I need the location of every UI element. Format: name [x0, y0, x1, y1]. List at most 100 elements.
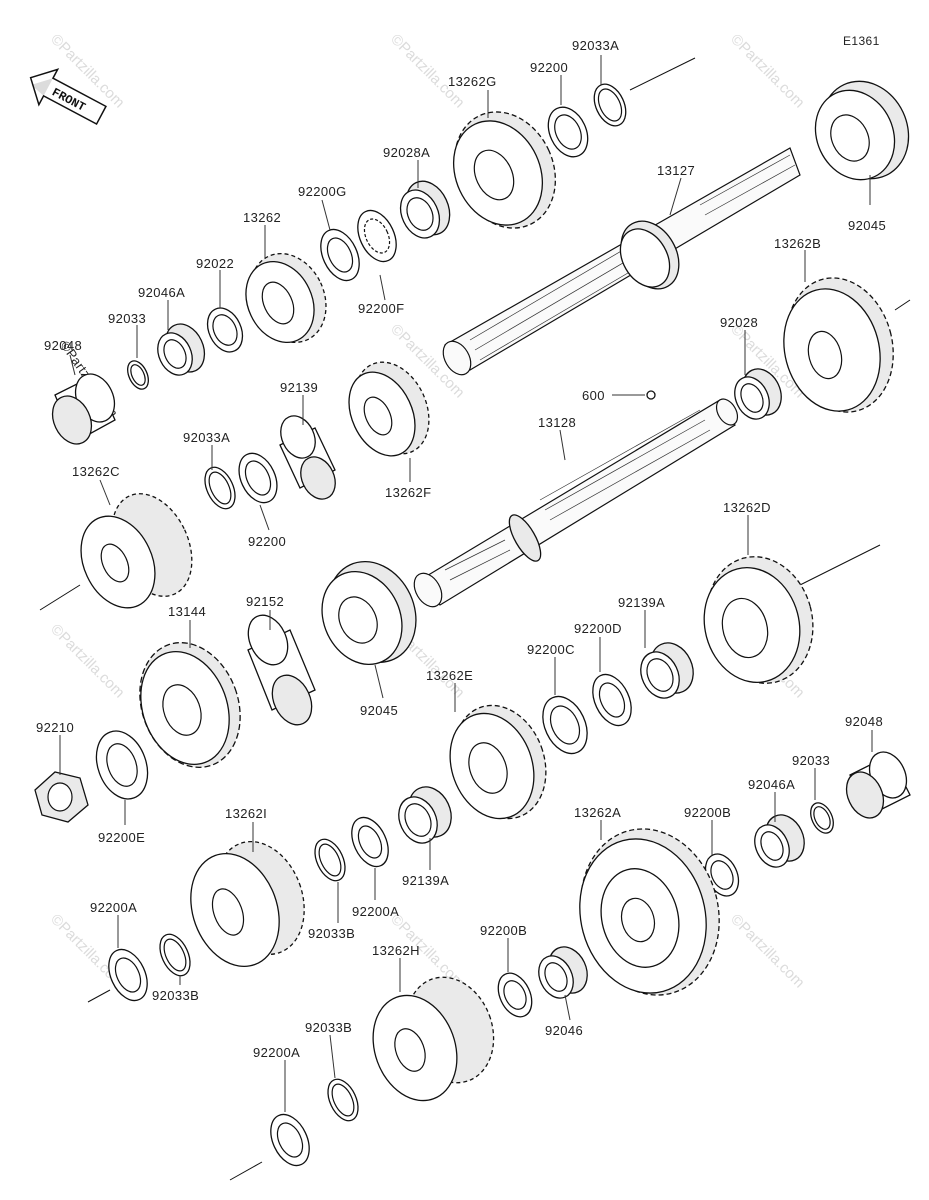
- part-label: 92139A: [402, 873, 449, 888]
- part-label: 92200A: [253, 1045, 300, 1060]
- watermark-text: ©Partzilla.com: [727, 31, 808, 112]
- part-label: 92200E: [98, 830, 145, 845]
- needle-bearing-92028A: [399, 180, 451, 239]
- part-label: 92033A: [572, 38, 619, 53]
- snap-ring-92033-right: [810, 802, 834, 834]
- gear-13262C: [80, 493, 193, 609]
- needle-bearing-92139A-low: [398, 786, 452, 844]
- snap-ring-92033A-mid: [204, 466, 236, 510]
- part-label: 92033: [108, 311, 146, 326]
- snap-ring-92033B-mid: [314, 838, 346, 882]
- shaft-13128: [39, 398, 881, 611]
- part-label: 92200: [248, 534, 286, 549]
- part-label: 92046A: [138, 285, 185, 300]
- part-label: 92048: [44, 338, 82, 353]
- gear-13262A: [579, 828, 720, 996]
- part-label: 92200B: [480, 923, 527, 938]
- snap-ring-92033B-left: [159, 933, 191, 977]
- part-label: 13262C: [72, 464, 120, 479]
- part-label: 92139: [280, 380, 318, 395]
- nut-92210: [34, 771, 89, 823]
- part-label: 13127: [657, 163, 695, 178]
- needle-bearing-92139A-top: [640, 642, 694, 699]
- washer-92200C: [542, 695, 588, 755]
- part-label: 13262A: [574, 805, 621, 820]
- part-label: 92200B: [684, 805, 731, 820]
- part-label: 92200A: [352, 904, 399, 919]
- part-label: 92033B: [152, 988, 199, 1003]
- ball-600: [646, 390, 656, 400]
- part-label: 92033: [792, 753, 830, 768]
- washer-92200B-right: [704, 853, 740, 897]
- gear-13262D: [703, 556, 814, 684]
- part-label: 13262B: [774, 236, 821, 251]
- washer-92200E: [95, 730, 149, 800]
- washer-92200A-bottom: [229, 1113, 310, 1181]
- bearing-92028: [734, 368, 782, 420]
- part-label: 13262I: [225, 806, 267, 821]
- washer-92200D: [592, 673, 632, 727]
- diagram-ref-code: E1361: [843, 34, 880, 48]
- washer-92200A-mid: [351, 816, 389, 868]
- part-labels: 92033A 92200 13262G 92028A 92200G 13262 …: [36, 38, 886, 1060]
- part-label: 13262E: [426, 668, 473, 683]
- part-label: 13128: [538, 415, 576, 430]
- collar-92048-top: [51, 373, 116, 445]
- leader-lines: [59, 55, 873, 1112]
- part-label: 92200F: [358, 301, 405, 316]
- watermark-text: ©Partzilla.com: [727, 911, 808, 992]
- part-label: 92033B: [308, 926, 355, 941]
- gear-13262B: [783, 277, 894, 413]
- bearing-92045-top: [814, 80, 910, 181]
- part-label: 92045: [848, 218, 886, 233]
- snap-ring-92033-top: [127, 360, 149, 390]
- part-label: 92033A: [183, 430, 230, 445]
- part-label: 92022: [196, 256, 234, 271]
- snap-ring-92033A-top: [593, 83, 627, 127]
- part-label: 13262: [243, 210, 281, 225]
- part-label: 92028A: [383, 145, 430, 160]
- part-label: 92045: [360, 703, 398, 718]
- part-label: 92033B: [305, 1020, 352, 1035]
- bearing-92045-mid: [321, 560, 417, 666]
- needle-bearing-92046A-right: [754, 814, 805, 868]
- watermark-text: ©Partzilla.com: [387, 31, 468, 112]
- part-label: 92200: [530, 60, 568, 75]
- part-label: 92046A: [748, 777, 795, 792]
- gear-13262H: [372, 976, 495, 1102]
- part-label: 92046: [545, 1023, 583, 1038]
- part-label: 600: [582, 388, 605, 403]
- gear-13262: [245, 252, 327, 344]
- washer-92022: [206, 307, 244, 353]
- part-label: 92152: [246, 594, 284, 609]
- washer-92200A-left: [87, 948, 148, 1003]
- washer-92200-top: [547, 106, 589, 158]
- part-label: 13144: [168, 604, 206, 619]
- part-label: 13262G: [448, 74, 497, 89]
- washer-92200F: [357, 209, 397, 263]
- collar-92048-right: [845, 751, 911, 819]
- part-label: 92200D: [574, 621, 622, 636]
- part-label: 13262F: [385, 485, 432, 500]
- gear-13262F: [348, 361, 430, 457]
- snap-ring-92033B-bottom: [327, 1078, 359, 1122]
- washer-92200-mid: [238, 452, 278, 504]
- collar-92152: [247, 614, 316, 726]
- part-label: 92200C: [527, 642, 575, 657]
- watermark-text: ©Partzilla.com: [47, 621, 128, 702]
- part-label: 92210: [36, 720, 74, 735]
- part-label: 92139A: [618, 595, 665, 610]
- collar-92139: [279, 415, 336, 500]
- washer-92200G: [320, 228, 360, 282]
- needle-bearing-92046A-top: [157, 323, 206, 376]
- gear-13262G: [452, 111, 557, 229]
- sprocket-13144: [139, 642, 241, 768]
- gear-13262I: [190, 840, 305, 968]
- part-label: 13262H: [372, 943, 420, 958]
- gear-13262E: [449, 704, 547, 820]
- part-label: 92048: [845, 714, 883, 729]
- part-label: 92028: [720, 315, 758, 330]
- part-label: 92200G: [298, 184, 347, 199]
- part-label: 13262D: [723, 500, 771, 515]
